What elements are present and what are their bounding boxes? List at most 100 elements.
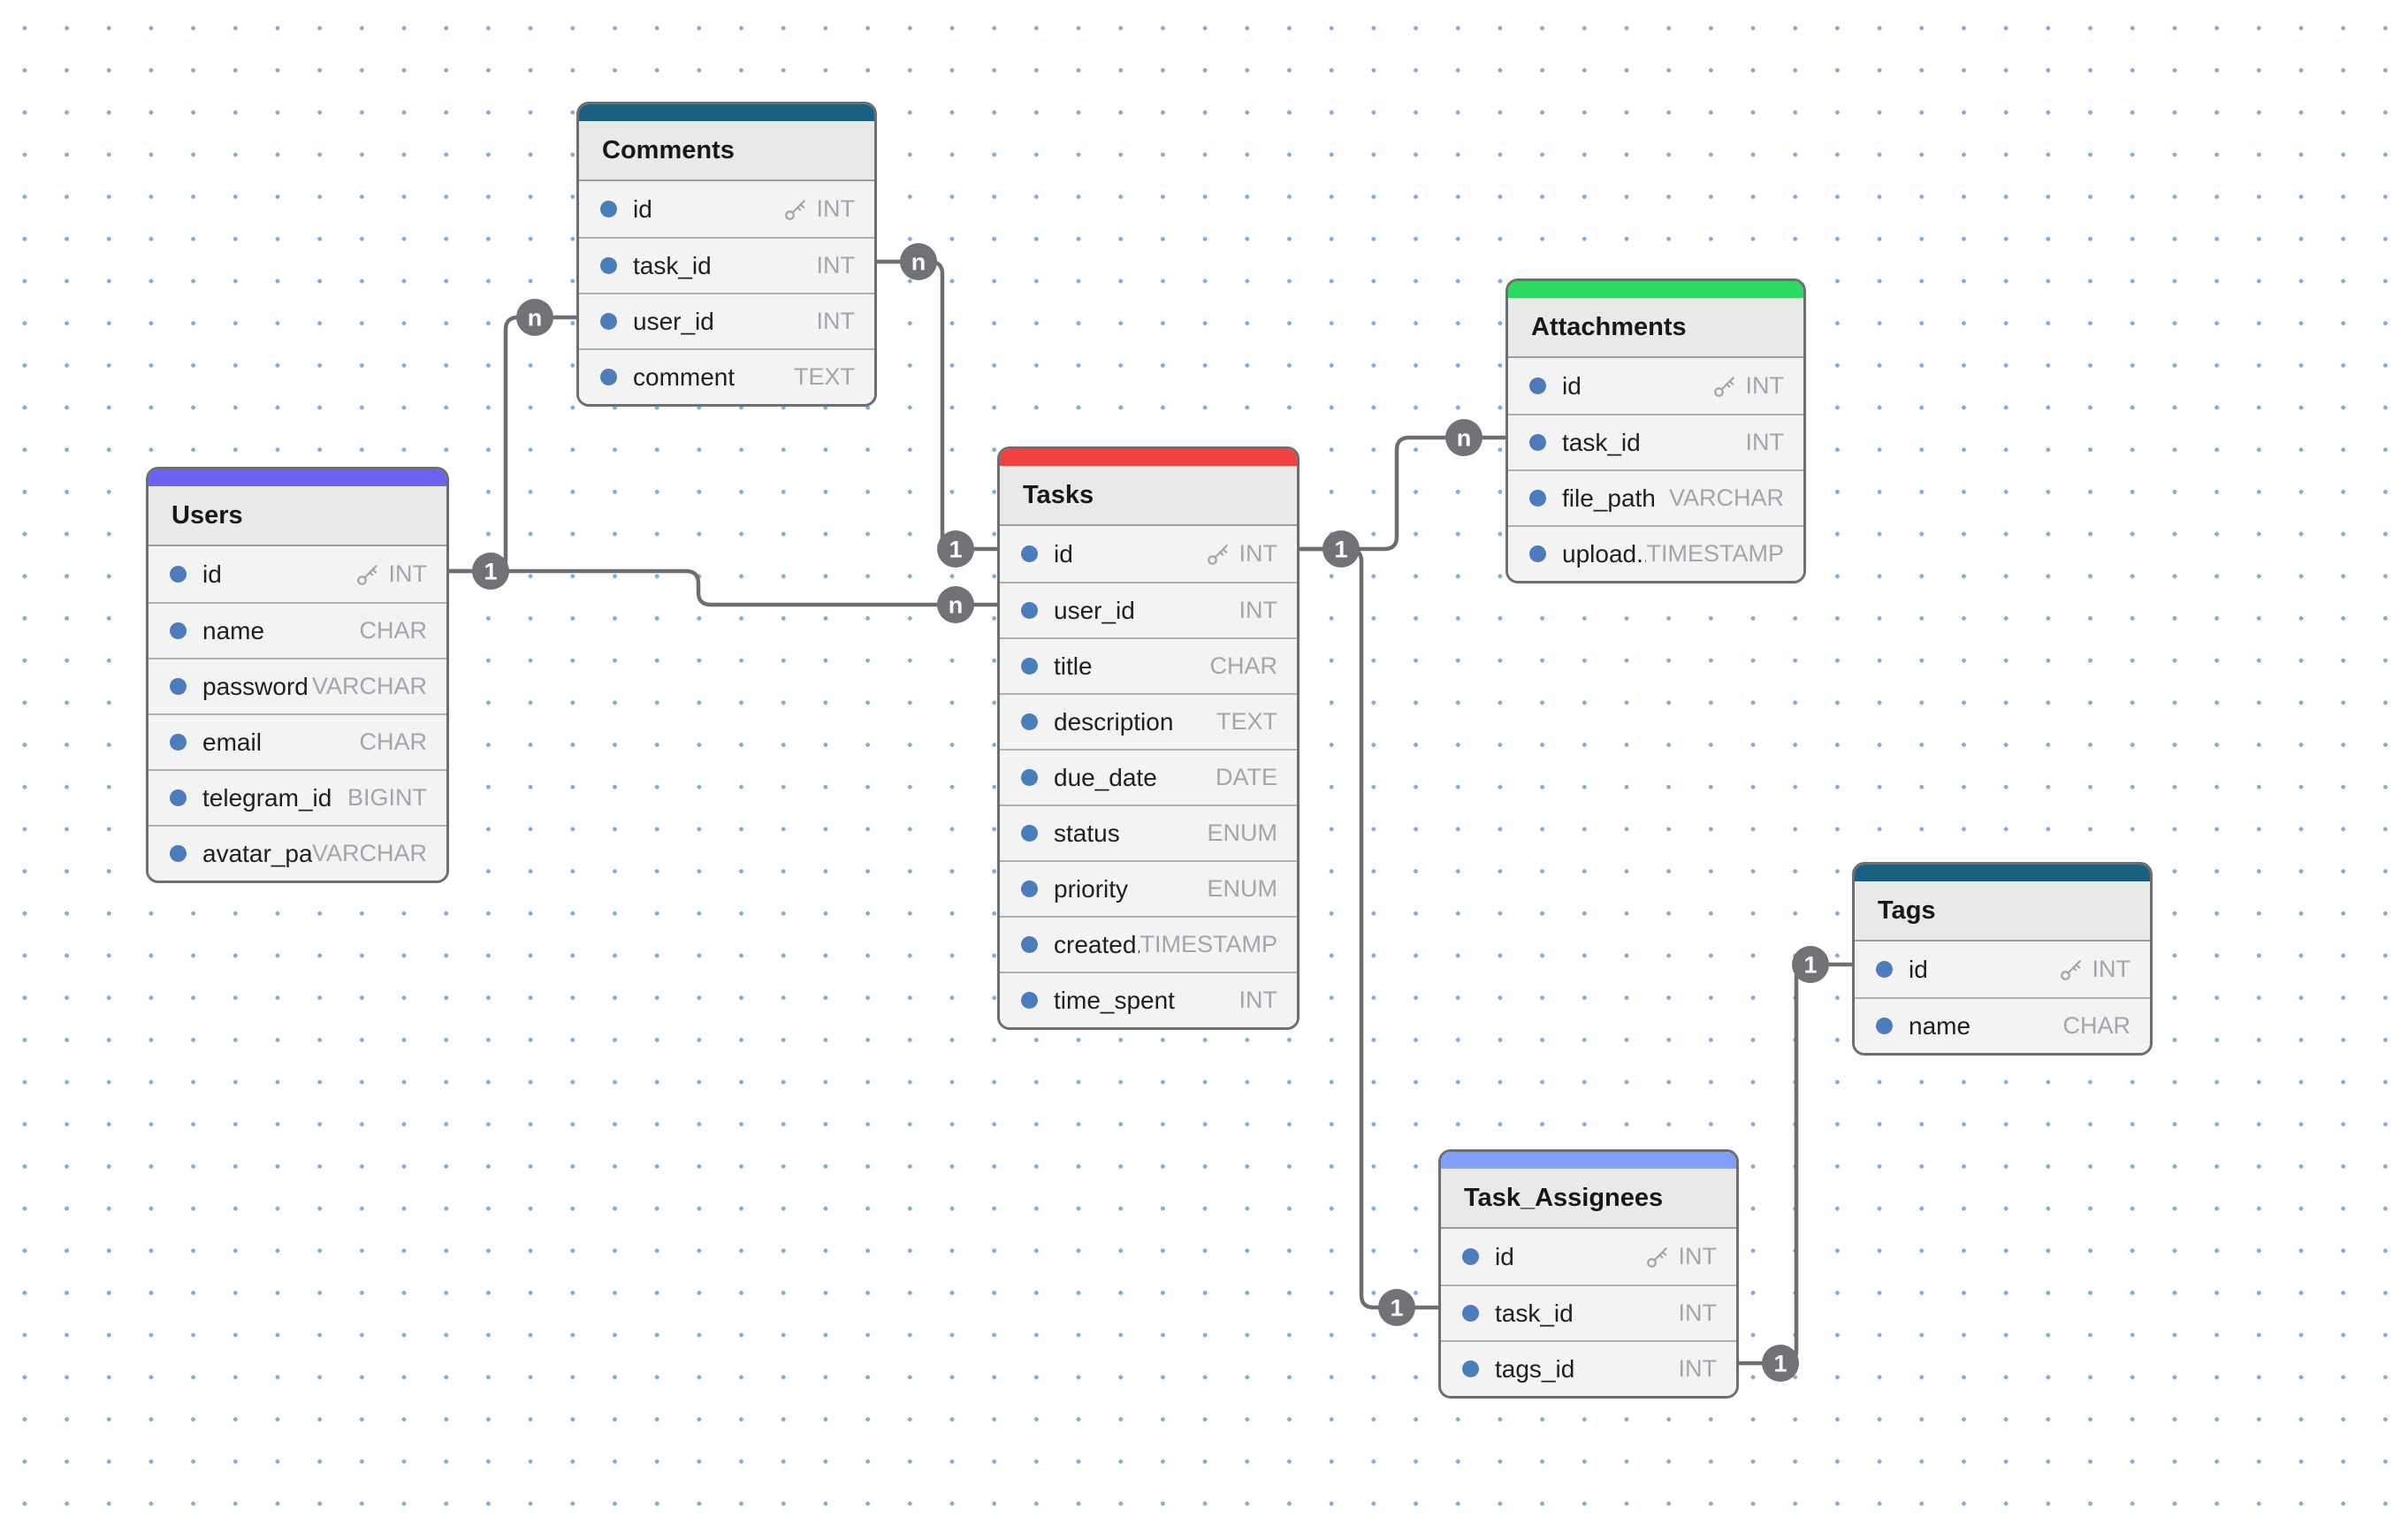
field-name: user_id <box>1054 596 1135 624</box>
field-type-text: TEXT <box>793 363 855 390</box>
field-name: tags_id <box>1495 1354 1575 1383</box>
key-icon <box>2060 959 2081 980</box>
field-dot-icon <box>1529 434 1546 451</box>
relationship-line-tasks-comments[interactable] <box>874 259 1000 552</box>
field-type: BIGINT <box>347 784 427 812</box>
field-name: task_id <box>633 251 712 279</box>
field-type: ENUM <box>1208 820 1278 847</box>
field-type-text: INT <box>2092 956 2131 982</box>
field-dot-icon <box>1021 881 1038 897</box>
relationship-line-tags-task_assignees[interactable] <box>1736 962 1855 1366</box>
field-type: INT <box>1239 597 1278 624</box>
field-type: INT <box>782 195 855 223</box>
table-accent-bar <box>1000 449 1297 466</box>
field-type-text: INT <box>1745 372 1785 399</box>
cardinality-label: 1 <box>472 553 509 590</box>
field-name: avatar_pa... <box>202 839 312 867</box>
field-type: TIMESTAMP <box>1140 931 1277 958</box>
field-dot-icon <box>170 566 187 583</box>
field-row-tasks-7[interactable]: created...TIMESTAMP <box>1000 916 1297 972</box>
svg-text:n: n <box>949 592 964 619</box>
field-type: INT <box>1679 1300 1718 1327</box>
svg-text:1: 1 <box>1390 1295 1403 1322</box>
relationship-line-users-comments[interactable] <box>446 315 579 574</box>
field-type-text: INT <box>1678 1243 1718 1269</box>
table-title: Comments <box>579 121 874 181</box>
field-dot-icon <box>1021 545 1038 562</box>
cardinality-label: 1 <box>1322 530 1360 568</box>
table-title: Task_Assignees <box>1441 1169 1736 1229</box>
field-dot-icon <box>1021 936 1038 953</box>
field-type: TEXT <box>794 363 855 391</box>
key-icon <box>784 199 805 220</box>
cardinality-label: n <box>516 299 553 336</box>
svg-text:1: 1 <box>1334 537 1347 563</box>
field-dot-icon <box>1021 602 1038 619</box>
field-row-tasks-1[interactable]: user_id INT <box>1000 582 1297 637</box>
svg-text:1: 1 <box>949 537 962 563</box>
field-type: CHAR <box>359 617 427 644</box>
table-title: Tasks <box>1000 466 1297 526</box>
field-dot-icon <box>1462 1248 1479 1265</box>
field-dot-icon <box>1021 769 1038 786</box>
relationship-line-tasks-attachments[interactable] <box>1297 435 1508 552</box>
table-title: Tags <box>1855 881 2150 942</box>
field-type-text: INT <box>816 308 856 334</box>
cardinality-label: n <box>900 243 937 280</box>
relationship-line-users-tasks[interactable] <box>446 568 1000 607</box>
cardinality-label: n <box>937 586 974 623</box>
field-type: VARCHAR <box>1669 484 1784 512</box>
table-accent-bar <box>1508 281 1803 298</box>
field-dot-icon <box>1876 961 1893 978</box>
field-row-users-5[interactable]: avatar_pa...VARCHAR <box>149 825 446 881</box>
field-type-text: CHAR <box>2062 1012 2130 1039</box>
field-dot-icon <box>170 845 187 862</box>
field-name: created... <box>1054 930 1140 958</box>
field-type-text: VARCHAR <box>1668 484 1784 511</box>
field-type: CHAR <box>1209 652 1277 680</box>
svg-text:n: n <box>1457 425 1472 452</box>
field-name: task_id <box>1495 1299 1574 1327</box>
field-type-text: TIMESTAMP <box>1140 931 1277 957</box>
table-title: Users <box>149 486 446 546</box>
field-name: time_spent <box>1054 986 1175 1014</box>
cardinality-label: 1 <box>1762 1345 1799 1382</box>
field-row-task_assignees-1[interactable]: task_id INT <box>1441 1285 1736 1340</box>
field-dot-icon <box>170 678 187 695</box>
field-type: INT <box>354 560 427 588</box>
field-dot-icon <box>1021 658 1038 675</box>
relationship-line-tasks-task_assignees[interactable] <box>1297 546 1441 1310</box>
field-row-attachments-3[interactable]: upload...TIMESTAMP <box>1508 525 1803 581</box>
svg-text:1: 1 <box>484 559 497 585</box>
